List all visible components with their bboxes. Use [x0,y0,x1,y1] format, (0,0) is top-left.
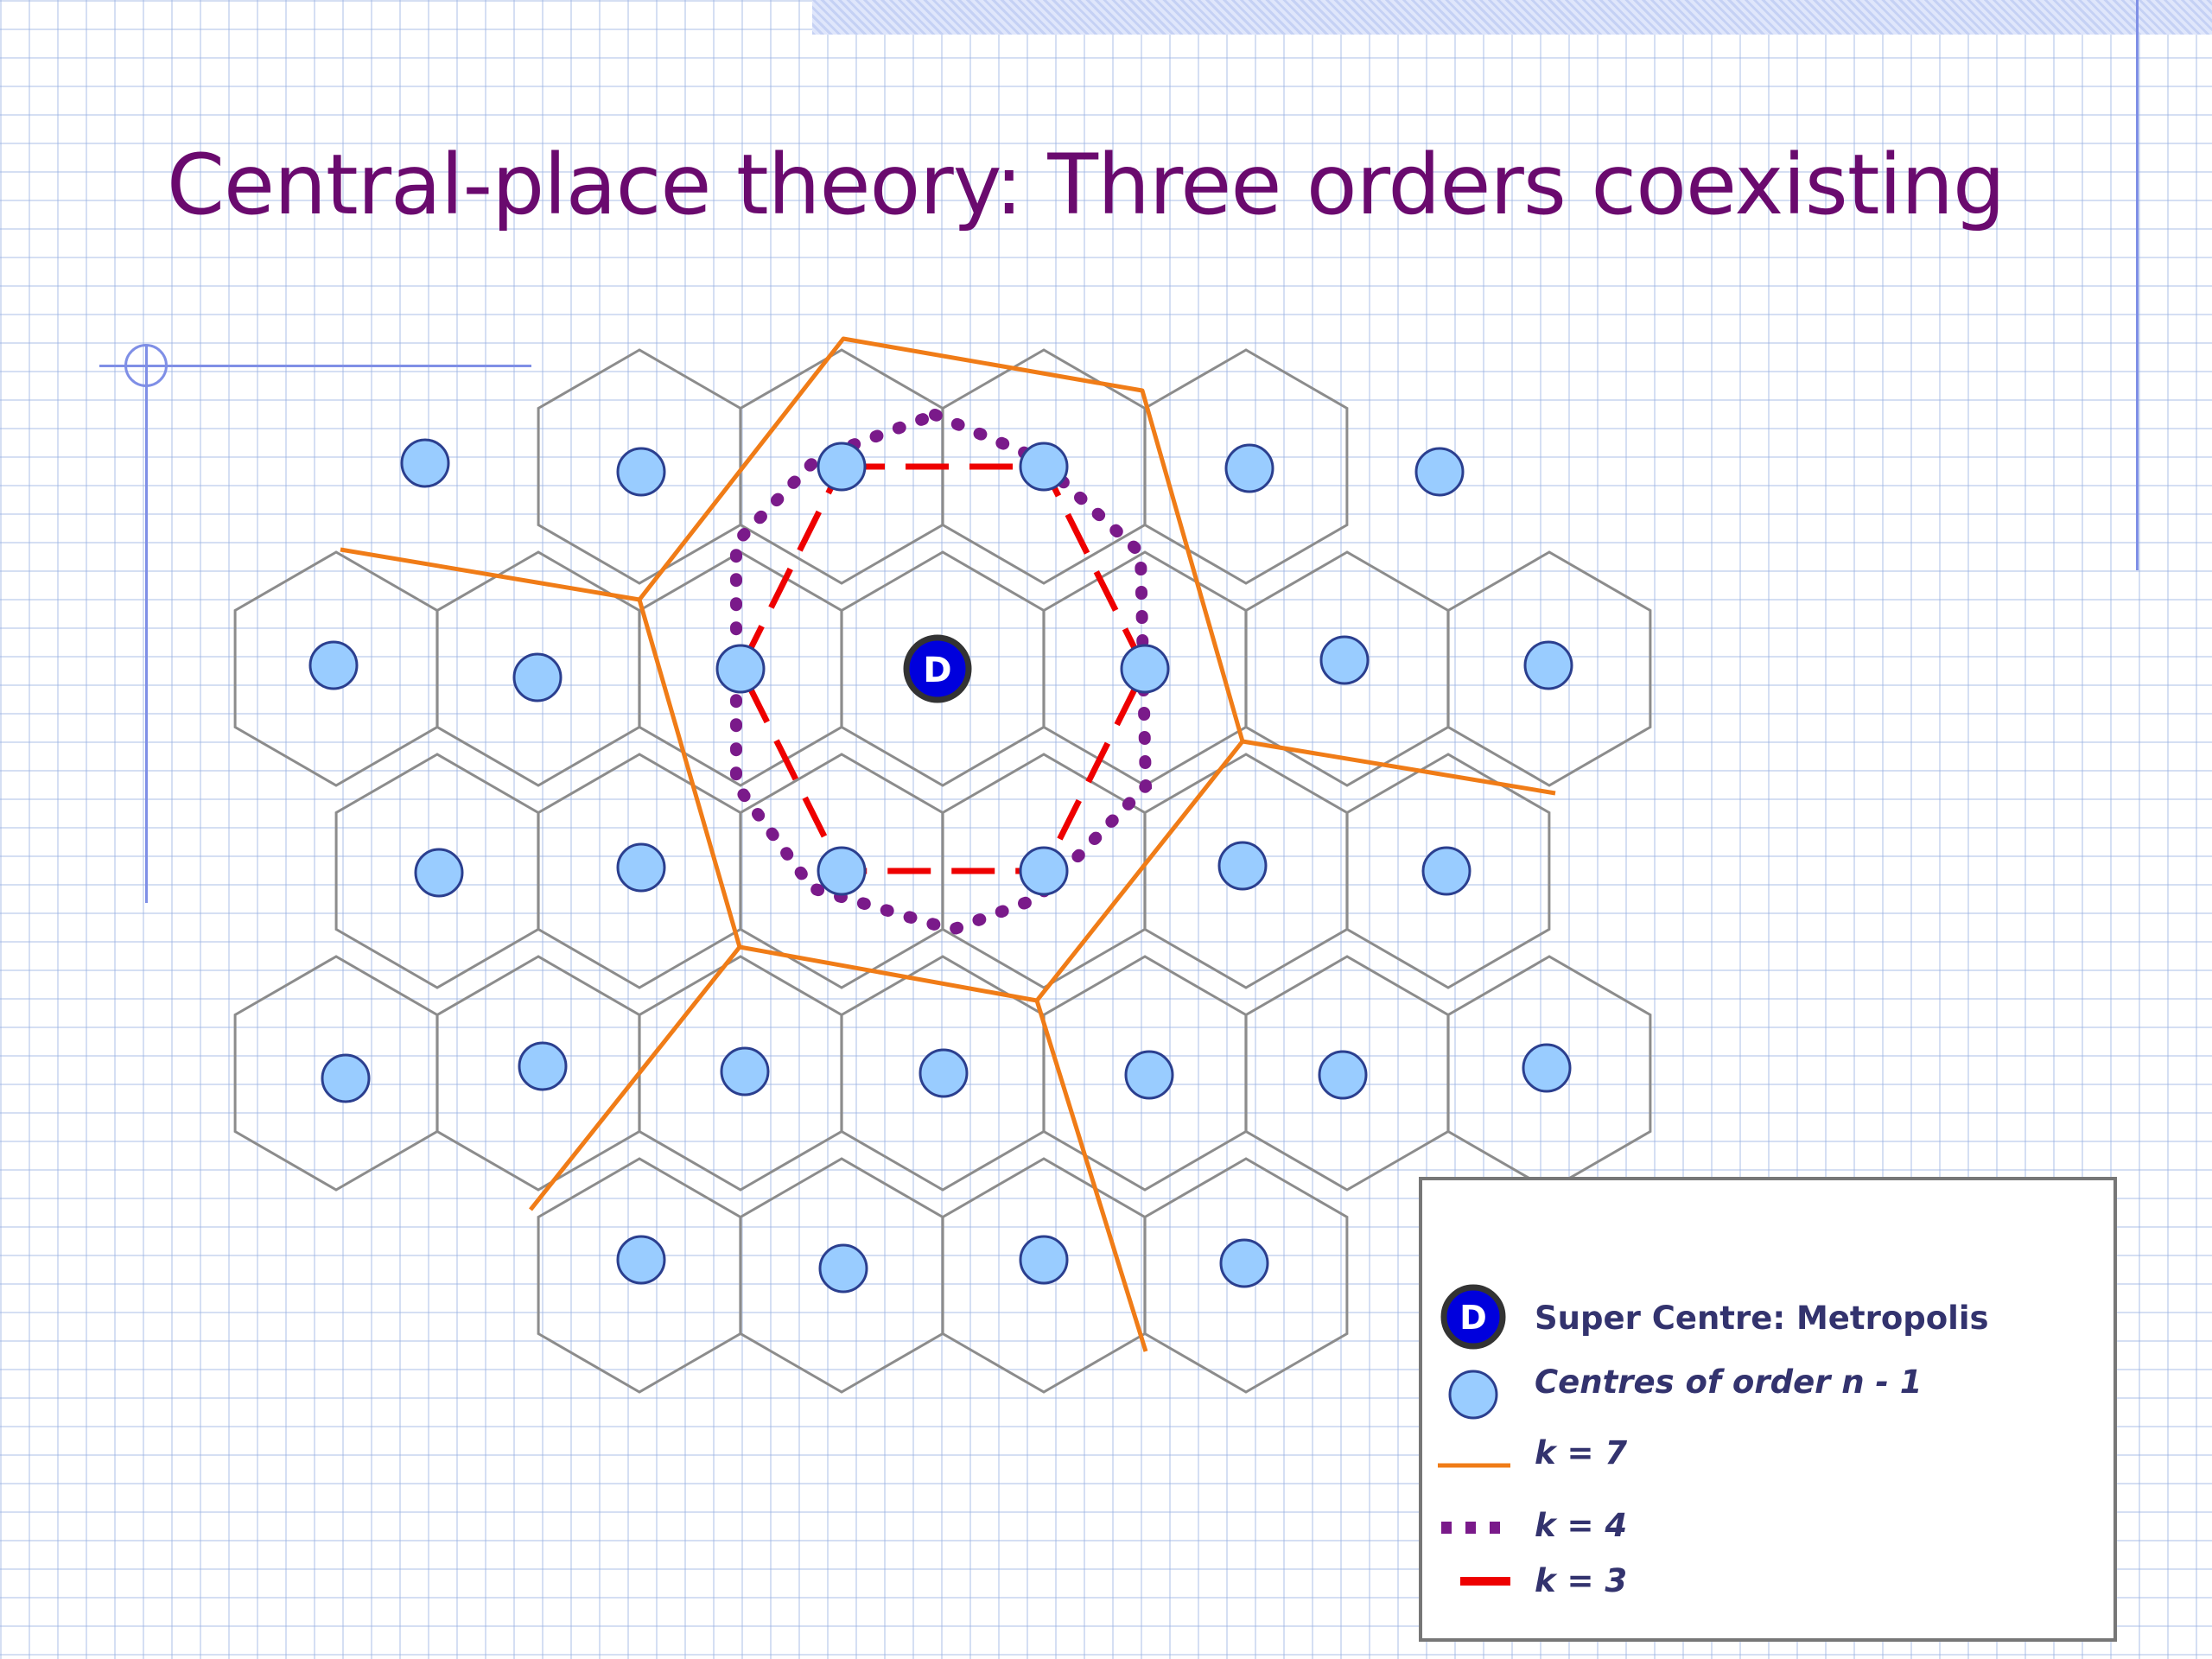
centre-dot [1219,1238,1269,1288]
centre-dot [400,438,450,488]
centre-dot [616,447,666,497]
centre-dot [1217,841,1268,891]
centre-dot [512,652,563,702]
k4-octagon [730,408,1153,937]
hexagon [1345,753,1551,989]
centre-dot [1318,1050,1368,1100]
left-rule-vertical [145,346,148,903]
centre-dot [1120,644,1170,694]
super-centre: D [903,634,972,703]
centre-dot [918,1048,969,1098]
centre-dot [720,1046,770,1096]
centre-dot [715,644,766,694]
centre-dot [1124,1050,1174,1100]
centre-dot [817,442,867,492]
k4-boundary [730,408,1153,937]
centres-of-order-n-1 [308,438,1573,1294]
hexagon [1143,1157,1349,1394]
k7-spoke [1242,739,1556,796]
legend-super-centre-letter: D [1459,1299,1487,1337]
legend-centre-icon [1448,1370,1498,1420]
legend-super-centre-icon [1440,1284,1506,1350]
hex-grid [233,348,1652,1394]
centre-dot [518,1041,568,1091]
legend-k3-label: k = 3 [1535,1562,1628,1599]
centre-dot [616,1235,666,1285]
centre-dot [1019,1235,1069,1285]
centre-dot [1224,443,1274,493]
k7-spoke [1034,1000,1148,1352]
crosshair-circle [124,344,168,387]
centre-dot [1421,846,1471,896]
centre-dot [308,640,359,690]
super-centre-marker [903,634,972,703]
left-rule-horizontal [99,365,531,367]
super-centre-letter: D [923,651,951,690]
top-band [812,0,2212,35]
centre-dot [1523,640,1573,690]
slide-title: Central-place theory: Three orders coexi… [167,137,2005,233]
centre-dot [818,1243,868,1294]
centre-dot [817,846,867,896]
centre-dot [616,842,666,893]
hexagon [1143,348,1349,585]
k7-spoke [340,547,640,602]
legend-centres-label: Centres of order n - 1 [1535,1363,1923,1401]
centre-dot [414,848,464,898]
centre-dot [321,1053,371,1103]
centre-dot [1522,1043,1572,1093]
centre-dot [1019,442,1069,492]
right-rule [2136,0,2139,570]
centre-dot [1319,635,1370,685]
hexagon [1446,550,1652,787]
centre-dot [1414,447,1465,497]
k7-boundary [340,336,1556,1352]
k7-spoke [529,945,741,1211]
legend-box [1419,1177,2117,1642]
legend-k7-label: k = 7 [1535,1434,1628,1471]
legend-k4-label: k = 4 [1535,1507,1628,1544]
centre-dot [1019,846,1069,896]
legend-super-centre-label: Super Centre: Metropolis [1535,1300,1989,1337]
